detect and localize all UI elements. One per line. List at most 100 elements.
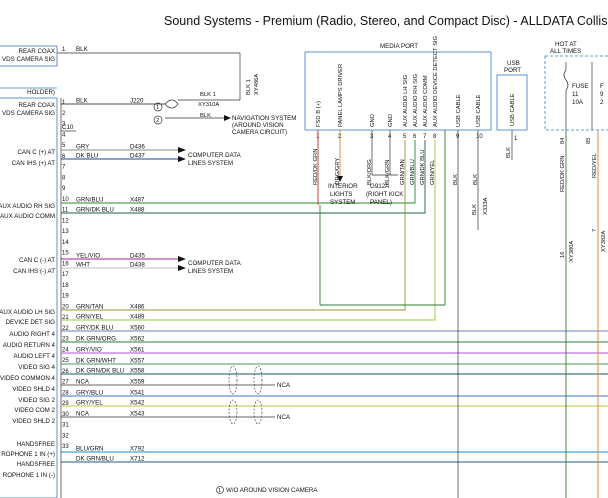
media-port-wire-color: GRN/BLU xyxy=(410,159,416,185)
wire-code: X487 xyxy=(130,197,145,204)
fuse-symbol-1 xyxy=(563,69,569,91)
computer-data-1-line2: LINES SYSTEM xyxy=(188,160,233,167)
left-label: AUDIO LEFT 4 xyxy=(14,353,56,360)
left-label: VIDEO COMMON 4 xyxy=(0,375,56,382)
hot-wire-2-code: XY382A xyxy=(601,231,607,252)
wire-color: NCA xyxy=(76,411,90,418)
bottom-note-text: W/O AROUND VISION CAMERA xyxy=(226,487,318,494)
left-connector-main xyxy=(0,97,58,498)
left-label: VDS CAMERA SIG xyxy=(2,110,55,117)
wire-color: GRN/TAN xyxy=(76,304,103,311)
pin-number: 24 xyxy=(62,347,69,353)
wire-code: D436 xyxy=(130,144,145,151)
fuse2-text-1: F xyxy=(600,83,604,90)
media-port-pin-num: 8 xyxy=(433,134,437,140)
pin-number: 11 xyxy=(62,208,69,214)
arrow-interior-lights xyxy=(337,176,343,182)
pin-number: 21 xyxy=(62,315,69,321)
left-label: VIDEO COM 2 xyxy=(14,407,55,414)
wire-code: X543 xyxy=(130,411,145,418)
usb-port-title-1: USB xyxy=(507,60,520,67)
bottom-note-circle xyxy=(216,486,224,494)
media-port-box xyxy=(304,51,492,131)
wire-grnyel xyxy=(61,140,436,321)
usb-port-wire-label: BLK xyxy=(506,147,512,158)
media-port-pin-label: GND xyxy=(388,114,394,127)
left-label: ROPHONE 1 IN (+) xyxy=(1,451,55,458)
wire-color: GRY/DK BLU xyxy=(76,325,113,332)
computer-data-2-line1: COMPUTER DATA xyxy=(188,260,242,267)
wire-code: D435 xyxy=(130,253,145,260)
wire-code: X561 xyxy=(130,347,145,354)
ground-2: (RIGHT KICK xyxy=(366,191,404,198)
left-label: AUDIO RETURN 4 xyxy=(3,342,56,349)
ground-1: G912A xyxy=(370,183,390,190)
media-port-pin-label: USB CABLE xyxy=(476,94,482,127)
usb-port-title-2: PORT xyxy=(504,67,521,74)
media-port-pin-label: AUX AUDIO RH SIG xyxy=(413,73,419,127)
left-label: VDS CAMERA SIG xyxy=(2,56,55,63)
hot-wire-1-label: RED/DK GRN xyxy=(560,156,566,192)
wire-color: GRY xyxy=(76,144,89,151)
hot-title-1: HOT AT xyxy=(555,41,577,48)
diagram-title: Sound Systems - Premium (Radio, Stereo, … xyxy=(164,14,608,28)
media-port-title: MEDIA PORT xyxy=(380,43,418,50)
wire-code: X562 xyxy=(130,336,145,343)
wire-color: GRN/YEL xyxy=(76,314,104,321)
wire-code: X542 xyxy=(130,400,145,407)
top-wire-pin: 1 xyxy=(62,47,66,53)
shield-oval-4 xyxy=(253,399,263,425)
interior-lights-3: SYSTEM xyxy=(330,199,355,206)
left-label: VIDEO SIG 4 xyxy=(18,364,55,371)
media-port-pin-label: AUX AUDIO LH SIG xyxy=(403,74,409,127)
pin-number: 30 xyxy=(62,412,69,418)
wire-color: NCA xyxy=(76,379,90,386)
pin-number: 31 xyxy=(62,423,69,429)
wire-color: GRN/BLU xyxy=(76,197,104,204)
wire-grnblu xyxy=(61,140,416,204)
nav-circle-2-num: 2 xyxy=(156,118,159,124)
nav-code: XY310A xyxy=(198,102,219,108)
wire-code: X488 xyxy=(130,207,145,214)
pin-number: 22 xyxy=(62,326,69,332)
nav-wire-top-label: BLK 1 xyxy=(200,92,216,98)
wire-color: GRY/VIO xyxy=(76,347,102,354)
pin-number: 2 xyxy=(62,111,66,117)
left-label: AUX AUDIO RH SIG xyxy=(0,203,55,210)
hot-wire-2-num: 7 xyxy=(592,229,598,232)
left-label: VIDEO SHLD 4 xyxy=(12,386,55,393)
pin-number: 26 xyxy=(62,369,69,375)
wire-code: X559 xyxy=(130,379,145,386)
wire-grndkblu xyxy=(61,140,426,214)
left-label: VIDEO SHLD 2 xyxy=(12,418,55,425)
left-label: DEVICE DET SIG xyxy=(6,319,56,326)
computer-data-2-line2: LINES SYSTEM xyxy=(188,268,233,275)
media-port-pin-label: AUX AUDIO COMM xyxy=(423,75,429,127)
top-wire-color: BLK xyxy=(76,46,89,53)
pin-number: 29 xyxy=(62,401,69,407)
pin-number: 28 xyxy=(62,390,69,396)
media-port-pin-num: 10 xyxy=(476,134,483,140)
interior-lights-2: LIGHTS xyxy=(330,191,352,198)
fuse2-text-3: 2 xyxy=(600,99,604,106)
nav-text-1: NAVIGATION SYSTEM xyxy=(232,115,296,122)
media-port-wire-color: RED/DK GRN xyxy=(313,149,319,185)
pin-number: 1 xyxy=(62,100,66,106)
hot-pin-1: 84 xyxy=(560,137,566,144)
nav-text-3: CAMERA CIRCUIT) xyxy=(232,129,287,136)
pin-number: 27 xyxy=(62,380,69,386)
arrow-computer-data-4 xyxy=(178,265,186,271)
media-port-pin-label: USB CABLE xyxy=(456,94,462,127)
wire-code: X712 xyxy=(130,456,145,463)
fuse2-text-2: 9 xyxy=(600,91,604,98)
left-label: REAR COAX xyxy=(19,102,55,109)
pin-number: 12 xyxy=(62,218,69,224)
nav-loop xyxy=(164,99,179,109)
interior-lights-1: INTERIOR xyxy=(328,183,358,190)
wire-code: D438 xyxy=(130,262,145,269)
media-port-wire-color: BLK/ORG xyxy=(367,159,373,185)
arrow-nav xyxy=(224,115,231,121)
usb-lower-code: X333A xyxy=(483,197,489,215)
pin-number: 20 xyxy=(62,304,69,310)
